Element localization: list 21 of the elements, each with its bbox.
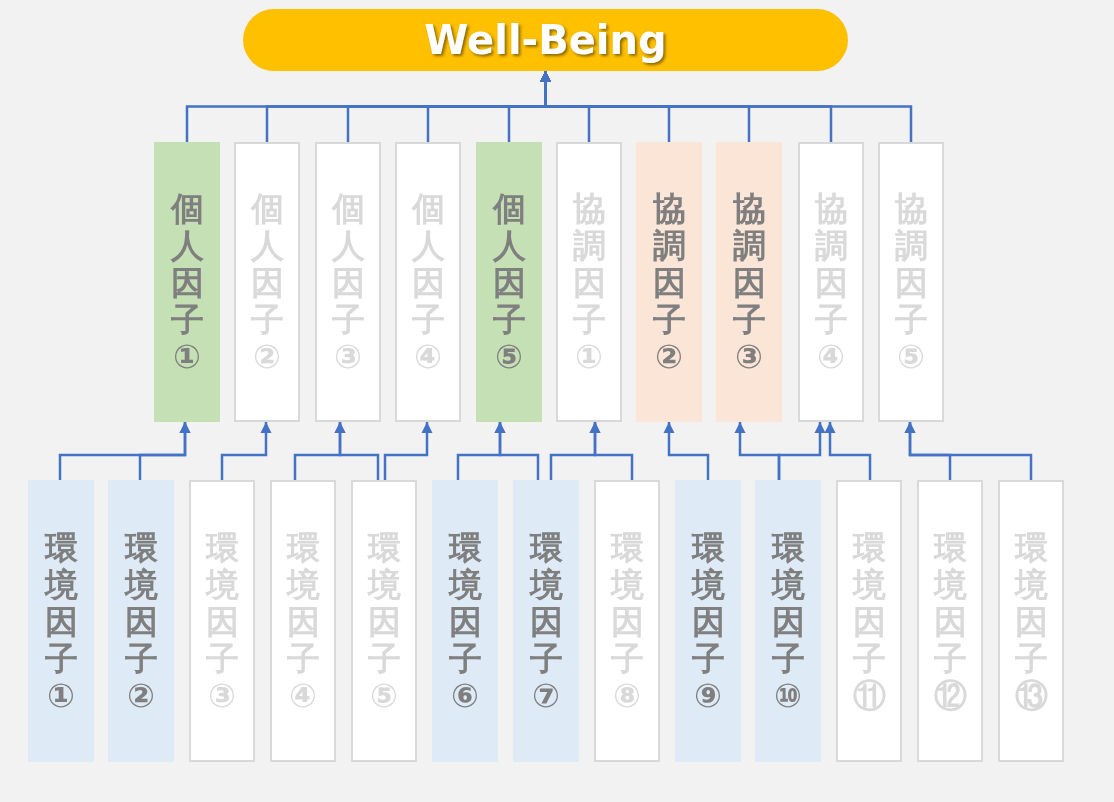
connector-arrow — [138, 422, 191, 480]
factor-box: 個人因子⑤ — [476, 142, 542, 422]
factor-box: 個人因子① — [154, 142, 220, 422]
factor-box: 環境因子⑥ — [432, 480, 498, 762]
connector-arrow — [663, 422, 710, 480]
factor-box: 環境因子⑩ — [755, 480, 821, 762]
connector-arrow — [220, 422, 272, 480]
connector-arrow — [494, 422, 540, 480]
connector-arrow — [824, 422, 872, 480]
factor-box: 環境因子⑦ — [513, 480, 579, 762]
title-banner: Well-Being — [243, 9, 848, 71]
connector-arrow — [334, 422, 380, 480]
connector-arrow — [904, 422, 1033, 480]
factor-box: 協調因子② — [636, 142, 702, 422]
factor-box: 環境因子① — [28, 480, 94, 762]
connector-arrow — [383, 422, 433, 480]
connector-arrow — [777, 422, 826, 480]
connector-arrow — [589, 422, 634, 480]
factor-box: 環境因子② — [108, 480, 174, 762]
factor-box: 環境因子⑨ — [675, 480, 741, 762]
factor-box: 協調因子③ — [716, 142, 782, 422]
